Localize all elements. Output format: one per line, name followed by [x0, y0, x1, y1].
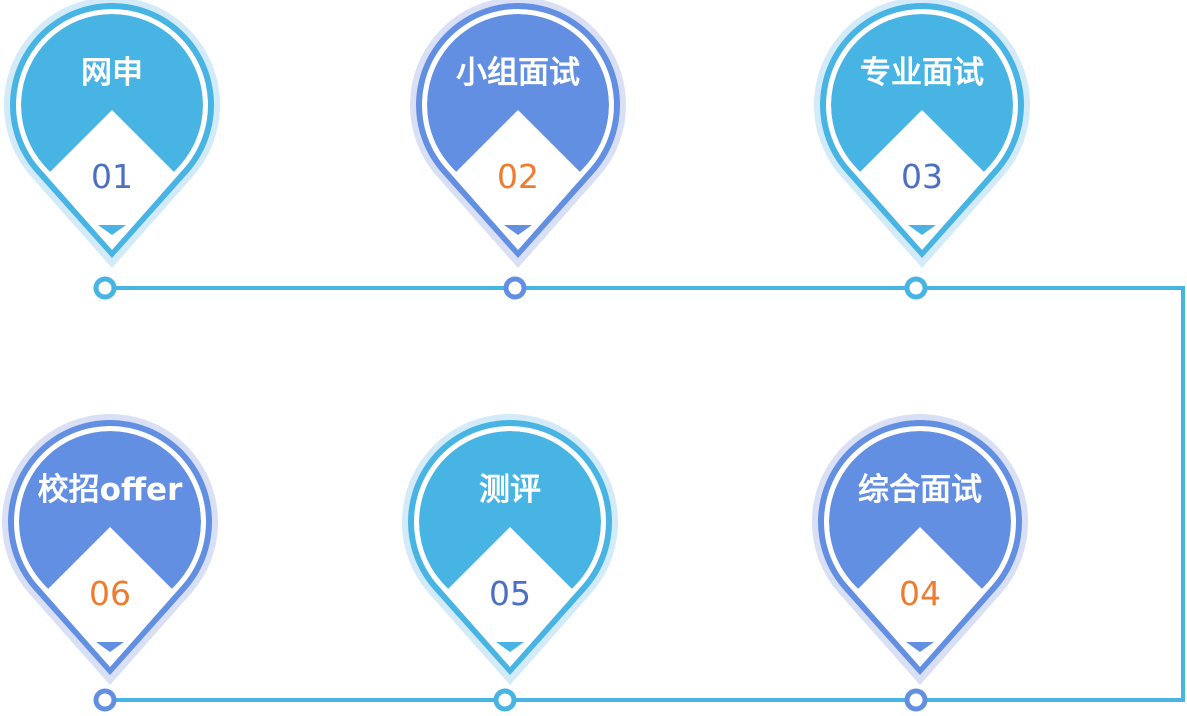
pin-fill [829, 431, 1011, 613]
step-number: 05 [489, 574, 531, 613]
pin-fill [19, 431, 201, 613]
step-pin-06: 校招offer 06 [1, 414, 219, 685]
down-arrow-icon [908, 225, 936, 235]
step-number: 06 [89, 574, 131, 613]
step-pin-05: 测评 05 [402, 414, 619, 685]
timeline-node [503, 276, 527, 300]
step-pin-01: 网申 01 [4, 0, 220, 268]
step-pin-02: 小组面试 02 [410, 0, 626, 268]
step-title: 综合面试 [858, 472, 982, 508]
step-number: 02 [497, 157, 539, 196]
down-arrow-icon [496, 642, 524, 652]
step-title: 小组面试 [456, 55, 580, 91]
step-number: 01 [91, 157, 133, 196]
timeline-node [93, 276, 117, 300]
down-arrow-icon [906, 642, 934, 652]
down-arrow-icon [98, 225, 126, 235]
step-title: 专业面试 [860, 55, 984, 91]
connector-line [105, 286, 1185, 702]
pin-fill [427, 14, 609, 196]
timeline-node [93, 688, 117, 712]
down-arrow-icon [96, 642, 124, 652]
down-arrow-icon [504, 225, 532, 235]
step-number: 03 [901, 157, 943, 196]
step-pin-04: 综合面试 04 [812, 414, 1028, 685]
step-number: 04 [899, 574, 941, 613]
pin-fill [831, 14, 1013, 196]
pin-fill [21, 14, 203, 196]
step-title: 网申 [81, 55, 143, 91]
pin-fill [419, 431, 601, 613]
timeline-node [904, 276, 928, 300]
step-title: 校招offer [38, 472, 183, 508]
timeline-node [904, 688, 928, 712]
step-pin-03: 专业面试 03 [814, 0, 1030, 268]
step-title: 测评 [479, 472, 541, 508]
timeline-node [493, 688, 517, 712]
